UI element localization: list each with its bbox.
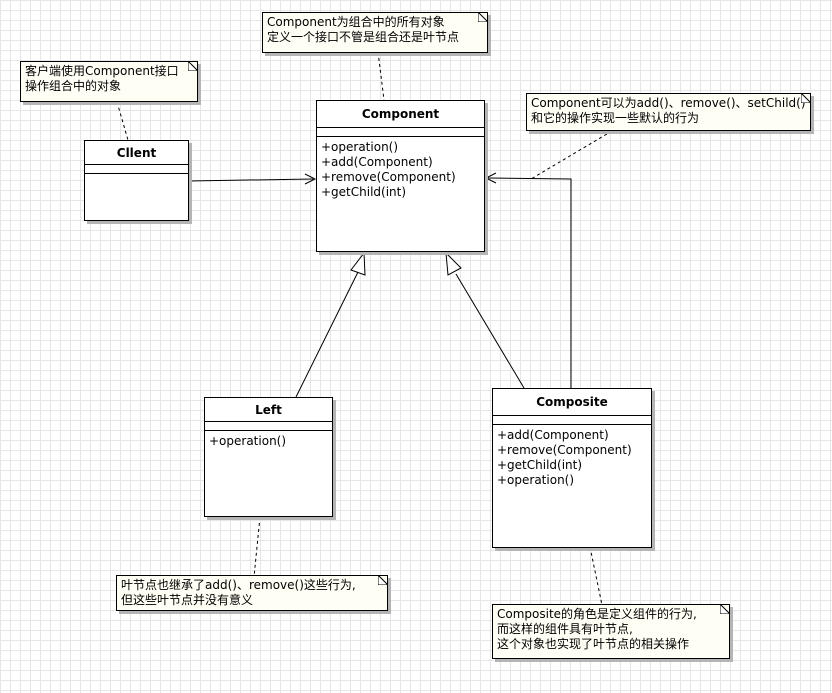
- component-note[interactable]: Component为组合中的所有对象 定义一个接口不管是组合还是叶节点: [262, 12, 488, 53]
- composite-association-arrowhead: [484, 172, 497, 184]
- client-operations: [85, 174, 188, 177]
- composite-operation: +remove(Component): [497, 443, 632, 457]
- left-generalization-line[interactable]: [295, 271, 359, 398]
- component-attributes: [317, 128, 484, 137]
- leaf-note[interactable]: 叶节点也继承了add()、remove()这些行为, 但这些叶节点并没有意义: [116, 575, 388, 611]
- note-fold-icon: [801, 93, 811, 103]
- default-behavior-note[interactable]: Component可以为add()、remove()、setChild() 和它…: [526, 93, 811, 131]
- component-operation: +add(Component): [321, 155, 433, 169]
- note-text-line: 但这些叶节点并没有意义: [121, 593, 254, 607]
- note-fold-icon: [188, 61, 198, 71]
- leaf-note-anchor: [253, 516, 261, 578]
- association-arrowhead: [304, 173, 317, 185]
- note-text-line: 叶节点也继承了add()、remove()这些行为,: [121, 578, 356, 592]
- component-class[interactable]: Component +operation() +add(Component) +…: [316, 100, 485, 252]
- default-note-anchor: [530, 130, 613, 180]
- note-text-line: 和它的操作实现一些默认的行为: [531, 111, 700, 125]
- client-class-name: Cllent: [85, 141, 188, 165]
- composite-generalization-triangle: [445, 251, 462, 276]
- component-class-name: Component: [317, 101, 484, 128]
- composite-note-anchor: [589, 546, 603, 606]
- note-text-line: 客户端使用Component接口: [25, 64, 179, 78]
- composite-component-association[interactable]: [487, 177, 572, 388]
- note-text-line: Component可以为add()、remove()、setChild(): [531, 96, 806, 110]
- client-note-anchor: [116, 101, 129, 141]
- composite-note[interactable]: Composite的角色是定义组件的行为, 而这样的组件具有叶节点, 这个对象也…: [492, 604, 730, 659]
- note-text-line: 而这样的组件具有叶节点,: [497, 622, 633, 636]
- note-fold-icon: [478, 12, 488, 22]
- component-operations: +operation() +add(Component) +remove(Com…: [317, 137, 484, 200]
- note-fold-icon: [378, 575, 388, 585]
- composite-operation: +add(Component): [497, 428, 609, 442]
- note-text-line: Component为组合中的所有对象: [267, 15, 445, 29]
- component-note-anchor: [377, 51, 385, 101]
- left-generalization-triangle: [350, 251, 366, 276]
- note-text-line: Composite的角色是定义组件的行为,: [497, 607, 697, 621]
- client-attributes: [85, 165, 188, 174]
- component-operation: +getChild(int): [321, 185, 407, 199]
- left-attributes: [205, 422, 332, 431]
- left-operations: +operation(): [205, 431, 332, 449]
- composite-attributes: [493, 416, 651, 425]
- composite-operation: +getChild(int): [497, 458, 583, 472]
- left-operation: +operation(): [209, 434, 287, 448]
- note-text-line: 定义一个接口不管是组合还是叶节点: [267, 30, 460, 44]
- composite-class-name: Composite: [493, 389, 651, 416]
- composite-operation: +operation(): [497, 473, 575, 487]
- component-operation: +remove(Component): [321, 170, 456, 184]
- composite-class[interactable]: Composite +add(Component) +remove(Compon…: [492, 388, 652, 548]
- note-fold-icon: [720, 604, 730, 614]
- note-text-line: 这个对象也实现了叶节点的相关操作: [497, 637, 690, 651]
- client-note[interactable]: 客户端使用Component接口 操作组合中的对象: [20, 61, 198, 102]
- left-class-name: Left: [205, 398, 332, 422]
- note-text-line: 操作组合中的对象: [25, 79, 122, 93]
- client-class[interactable]: Cllent: [84, 140, 189, 221]
- left-class[interactable]: Left +operation(): [204, 397, 333, 517]
- composite-generalization-line[interactable]: [455, 273, 525, 389]
- composite-operations: +add(Component) +remove(Component) +getC…: [493, 425, 651, 488]
- component-operation: +operation(): [321, 140, 399, 154]
- client-component-association[interactable]: [188, 178, 314, 182]
